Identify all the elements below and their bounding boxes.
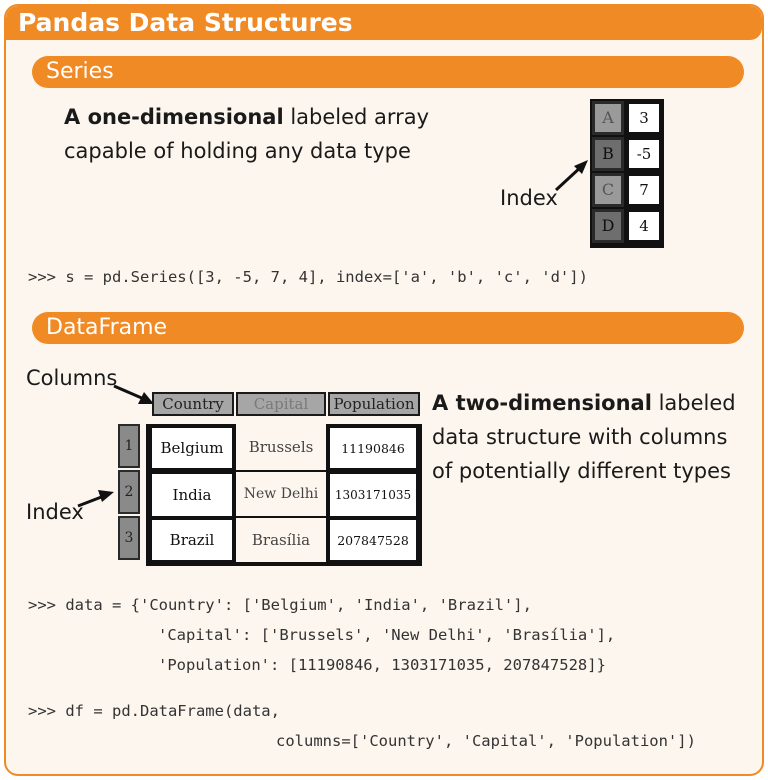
dataframe-desc-rest: labeled bbox=[651, 391, 736, 415]
series-heading: Series bbox=[32, 56, 744, 88]
series-index-cell: B bbox=[592, 137, 624, 171]
series-index-label: Index bbox=[500, 186, 558, 210]
series-value-cell: 4 bbox=[626, 209, 662, 243]
row-index-cell: 1 bbox=[118, 424, 140, 468]
dataframe-cell: India bbox=[152, 474, 232, 516]
columns-arrow-icon bbox=[113, 384, 154, 404]
series-index-arrow-icon bbox=[554, 160, 588, 192]
dataframe-cell: 1303171035 bbox=[330, 474, 416, 516]
series-value-cell: 7 bbox=[626, 173, 662, 207]
dataframe-code-line: 'Capital': ['Brussels', 'New Delhi', 'Br… bbox=[158, 626, 616, 644]
series-value-cell: 3 bbox=[626, 101, 662, 135]
dataframe-code-line: 'Population': [11190846, 1303171035, 207… bbox=[158, 656, 606, 674]
series-value-cell: -5 bbox=[626, 137, 662, 171]
series-index-cell: D bbox=[592, 209, 624, 243]
dataframe-cell: 207847528 bbox=[330, 520, 416, 560]
row-index-cell: 2 bbox=[118, 470, 140, 514]
column-header: Population bbox=[328, 392, 420, 416]
dataframe-index-arrow-icon bbox=[77, 490, 114, 508]
series-code: >>> s = pd.Series([3, -5, 7, 4], index=[… bbox=[28, 268, 588, 286]
series-index-cell: A bbox=[592, 101, 624, 135]
dataframe-heading: DataFrame bbox=[32, 312, 744, 344]
dataframe-cell: 11190846 bbox=[330, 428, 416, 468]
page-title: Pandas Data Structures bbox=[6, 6, 762, 40]
dataframe-description: A two-dimensional labeled data structure… bbox=[432, 386, 736, 488]
dataframe-cell: Belgium bbox=[152, 428, 232, 468]
cheatsheet-card: Pandas Data Structures Series A one-dime… bbox=[4, 4, 764, 776]
dataframe-code-line: >>> data = {'Country': ['Belgium', 'Indi… bbox=[28, 596, 532, 614]
dataframe-code-line: columns=['Country', 'Capital', 'Populati… bbox=[276, 732, 696, 750]
dataframe-code-line: >>> df = pd.DataFrame(data, bbox=[28, 702, 280, 720]
series-desc-rest: labeled array bbox=[283, 105, 430, 129]
dataframe-cell: Brussels bbox=[236, 424, 326, 470]
columns-label: Columns bbox=[26, 366, 118, 390]
dataframe-cell: New Delhi bbox=[236, 472, 326, 516]
dataframe-cell: Brazil bbox=[152, 520, 232, 560]
series-index-cell: C bbox=[592, 173, 624, 207]
series-description: A one-dimensional labeled array capable … bbox=[64, 100, 429, 168]
row-index-cell: 3 bbox=[118, 516, 140, 560]
dataframe-desc-line2: data structure with columns bbox=[432, 425, 728, 449]
dataframe-desc-line3: of potentially different types bbox=[432, 459, 731, 483]
column-header: Capital bbox=[236, 392, 326, 416]
dataframe-desc-bold: A two-dimensional bbox=[432, 391, 652, 415]
column-header: Country bbox=[152, 392, 234, 416]
dataframe-cell: Brasília bbox=[236, 518, 326, 562]
series-desc-bold: A one-dimensional bbox=[64, 105, 284, 129]
dataframe-index-label: Index bbox=[26, 500, 84, 524]
series-desc-line2: capable of holding any data type bbox=[64, 139, 411, 163]
